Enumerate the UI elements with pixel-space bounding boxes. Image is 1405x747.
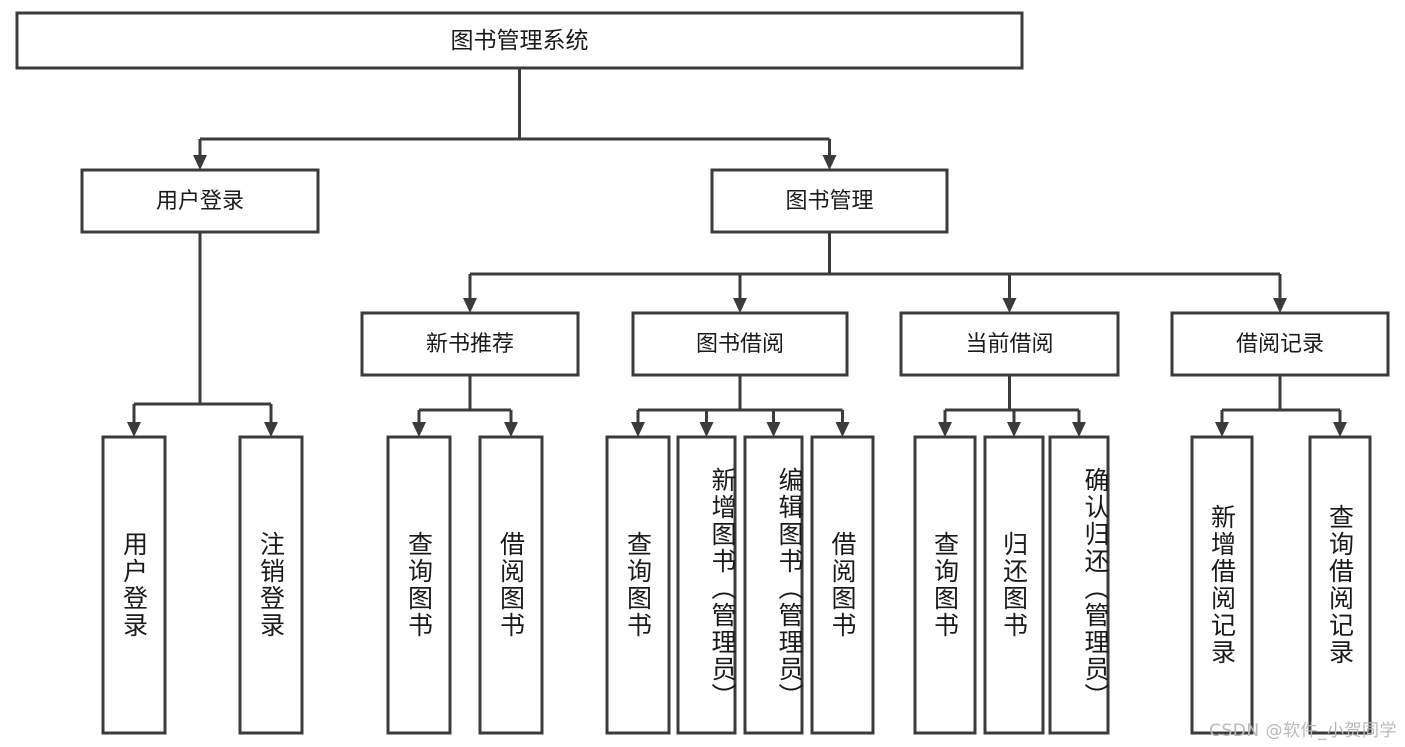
arrow-head-icon <box>1215 422 1229 437</box>
arrow-head-icon <box>766 422 781 437</box>
node-label-level3-1: 图书借阅 <box>696 332 784 357</box>
node-box-leaf-3[interactable] <box>478 435 544 735</box>
node-box-leaf-12[interactable] <box>1308 435 1372 735</box>
arrow-head-icon <box>699 422 714 437</box>
node-box-leaf-6[interactable] <box>743 435 804 735</box>
arrow-head-icon <box>1333 422 1347 437</box>
csdn-watermark: CSDN @软件_小贺同学 <box>1209 721 1397 741</box>
arrow-head-icon <box>1007 422 1021 437</box>
node-box-leaf-8[interactable] <box>913 435 977 735</box>
arrow-head-icon <box>822 155 837 170</box>
arrow-head-icon <box>835 422 850 437</box>
arrow-head-icon <box>938 422 952 437</box>
node-box-layer <box>15 11 1390 735</box>
node-box-leaf-7[interactable] <box>810 435 875 735</box>
arrow-head-icon <box>733 298 747 313</box>
arrow-head-icon <box>264 422 278 437</box>
node-label-level2-1: 图书管理 <box>785 189 873 214</box>
node-box-leaf-9[interactable] <box>983 435 1045 735</box>
node-box-root[interactable] <box>15 11 1024 70</box>
node-box-level3-3[interactable] <box>1170 311 1390 377</box>
node-box-leaf-4[interactable] <box>605 435 671 735</box>
arrow-head-icon <box>127 422 141 437</box>
arrow-head-icon <box>504 422 518 437</box>
connector-layer <box>127 68 1347 437</box>
arrow-head-icon <box>1002 298 1017 313</box>
node-box-leaf-1[interactable] <box>238 435 304 735</box>
node-box-leaf-0[interactable] <box>101 435 167 735</box>
node-box-leaf-2[interactable] <box>386 435 452 735</box>
node-box-leaf-5[interactable] <box>676 435 737 735</box>
node-label-level3-3: 借阅记录 <box>1236 332 1324 357</box>
node-label-level3-2: 当前借阅 <box>965 332 1053 357</box>
node-box-level3-1[interactable] <box>631 311 849 377</box>
node-box-level3-0[interactable] <box>360 311 580 377</box>
arrow-head-icon <box>1072 422 1086 437</box>
node-label-root: 图书管理系统 <box>451 28 589 54</box>
node-box-level2-0[interactable] <box>80 168 320 234</box>
arrow-head-icon <box>463 298 477 313</box>
arrow-head-icon <box>1273 298 1287 313</box>
node-label-level2-0: 用户登录 <box>156 189 244 214</box>
node-label-level3-0: 新书推荐 <box>426 332 514 357</box>
node-box-level2-1[interactable] <box>710 168 949 234</box>
node-box-level3-2[interactable] <box>899 311 1120 377</box>
arrow-head-icon <box>193 155 207 170</box>
node-box-leaf-10[interactable] <box>1048 435 1110 735</box>
arrow-head-icon <box>631 422 645 437</box>
arrow-head-icon <box>412 422 426 437</box>
node-box-leaf-11[interactable] <box>1190 435 1254 735</box>
